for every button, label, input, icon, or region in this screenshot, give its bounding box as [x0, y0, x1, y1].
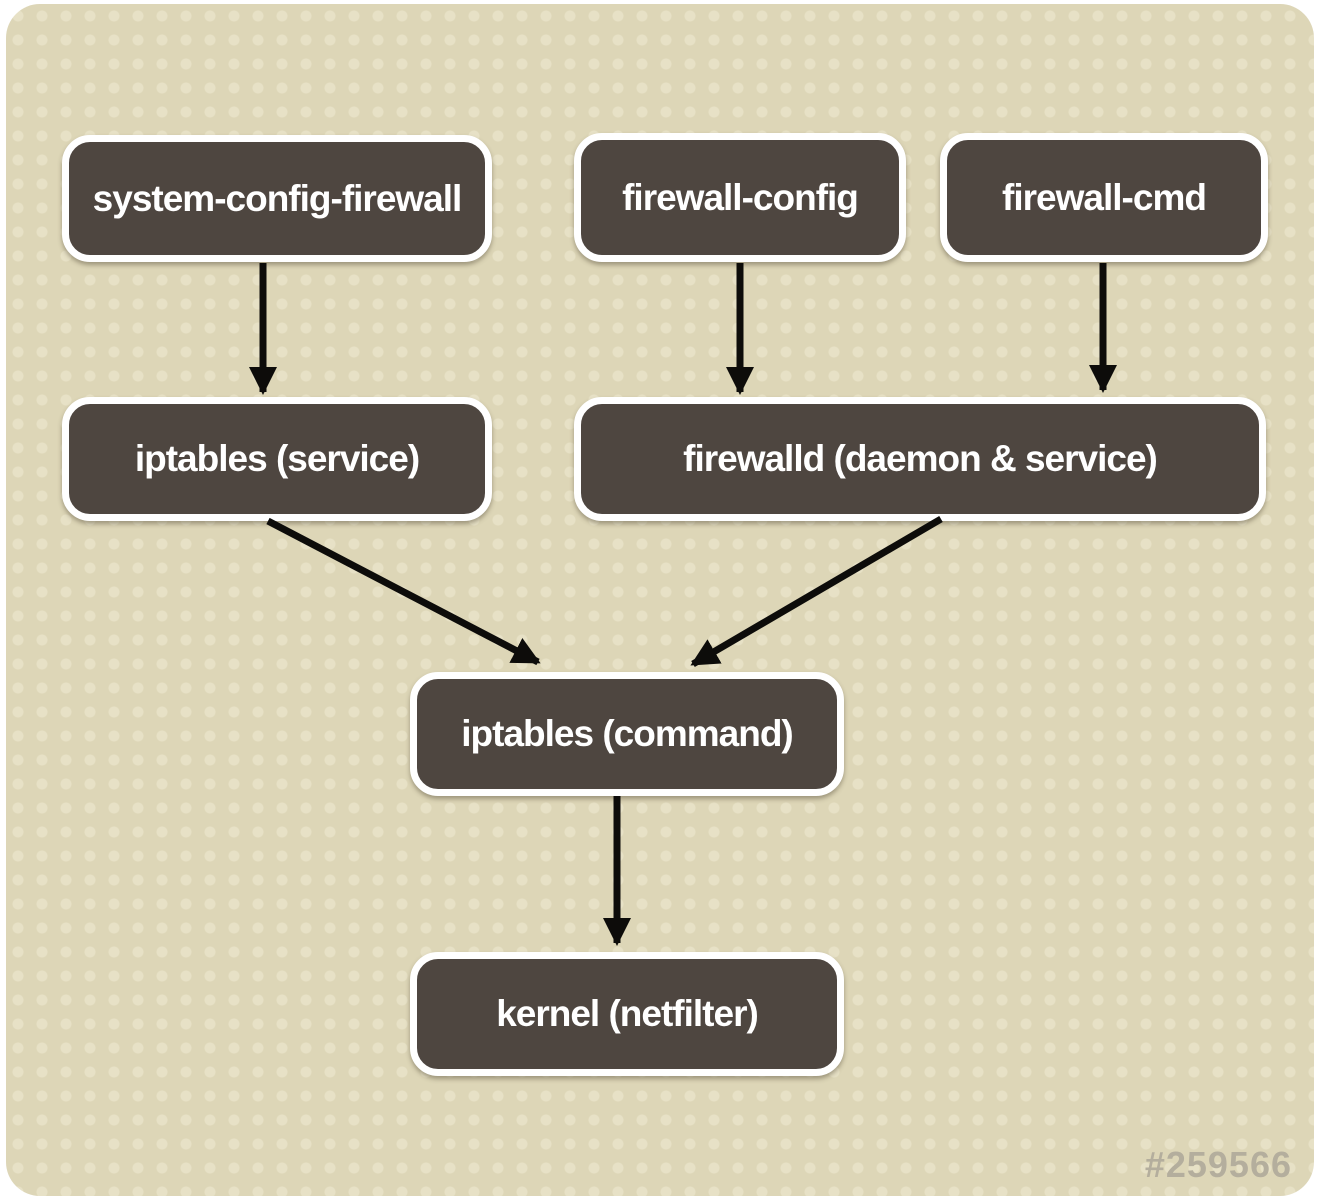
node-firewall-config: firewall-config: [574, 133, 906, 262]
node-iptables-command: iptables (command): [410, 672, 844, 796]
watermark-id: #259566: [1144, 1144, 1292, 1185]
node-firewalld: firewalld (daemon & service): [574, 397, 1266, 521]
node-kernel-netfilter: kernel (netfilter): [410, 952, 844, 1076]
diagram-panel: system-config-firewall firewall-config fir…: [6, 4, 1314, 1196]
node-system-config-firewall: system-config-firewall: [62, 135, 492, 262]
node-firewall-cmd: firewall-cmd: [940, 133, 1268, 262]
node-iptables-service: iptables (service): [62, 397, 492, 521]
